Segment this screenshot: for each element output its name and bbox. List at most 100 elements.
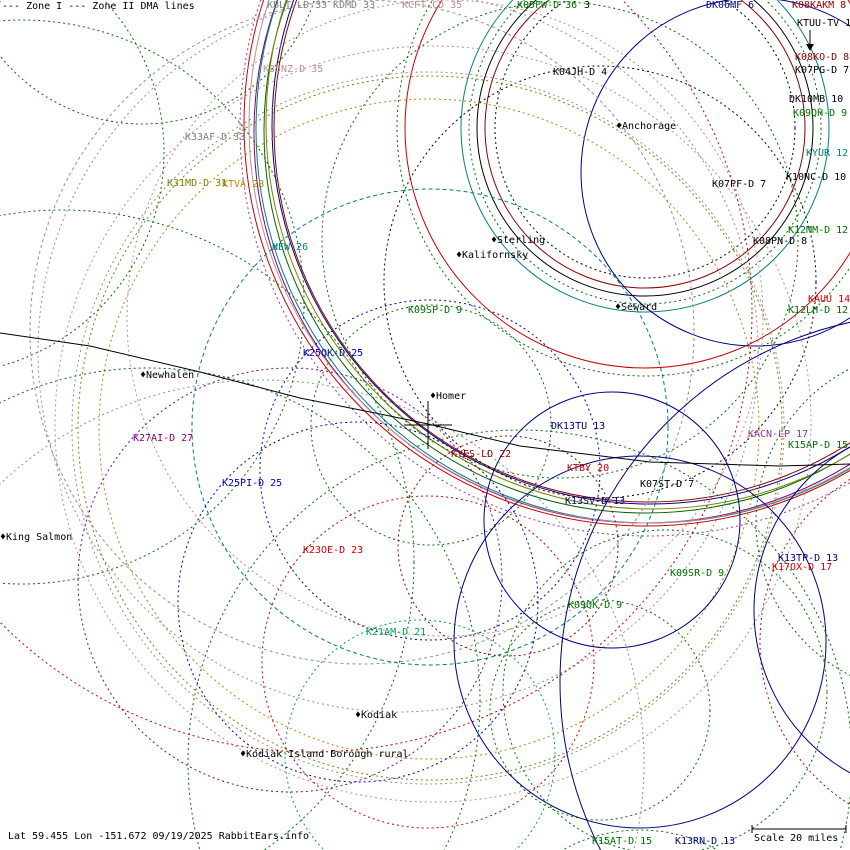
city-label: ♦Kalifornsky xyxy=(456,250,529,261)
coverage-contour xyxy=(77,75,783,781)
station-label: K09SR-D 9 xyxy=(670,568,725,579)
coverage-contour xyxy=(177,421,539,783)
coverage-contour xyxy=(483,391,741,649)
coverage-contour xyxy=(54,45,812,803)
city-label: ♦Seward xyxy=(615,302,658,313)
coverage-contour xyxy=(468,0,822,305)
city-label: ♦Anchorage xyxy=(616,121,677,132)
station-label: K15AT-D 15 xyxy=(592,836,653,847)
coverage-contour xyxy=(273,0,850,503)
coverage-contour xyxy=(0,379,645,850)
coverage-contour xyxy=(0,209,415,850)
coverage-contour xyxy=(248,0,850,524)
coverage-contour xyxy=(0,0,165,367)
station-label: K31MD-D 31 xyxy=(167,178,228,189)
coverage-contour xyxy=(126,0,764,637)
coverage-contour xyxy=(259,299,601,641)
station-label: KAUU 14 xyxy=(808,294,850,305)
station-label: K10NC-D 10 xyxy=(786,172,847,183)
coverage-contour xyxy=(489,599,711,821)
coverage-contour xyxy=(404,0,850,369)
coverage-contour xyxy=(265,0,850,510)
coverage-contour xyxy=(460,0,830,313)
coverage-contour xyxy=(243,0,850,527)
station-label: K08KAKM 8 xyxy=(792,0,847,11)
station-label: K12MM-D 12 xyxy=(788,225,849,236)
station-label: KYUR 12 xyxy=(806,148,849,159)
coverage-contour xyxy=(755,368,850,676)
coverage-contour xyxy=(453,455,827,829)
station-label: KYES-LD 22 xyxy=(451,449,512,460)
coverage-contour xyxy=(559,321,850,850)
scale-label: Scale 20 miles xyxy=(754,833,839,844)
coverage-contour xyxy=(239,0,850,537)
coverage-contour xyxy=(98,98,760,760)
coverage-contour xyxy=(77,367,503,793)
station-label: KDMD 33 xyxy=(333,0,376,11)
station-label: K12LH-D 12 xyxy=(788,305,849,316)
coverage-contour xyxy=(580,0,850,347)
station-label: K04JH-D 4 xyxy=(553,67,608,78)
station-label: K15AP-D 15 xyxy=(788,440,849,451)
station-label: K25PI-D 25 xyxy=(222,478,283,489)
coverage-contour xyxy=(476,0,814,297)
coverage-contour xyxy=(484,0,806,289)
station-label: K27AI-D 27 xyxy=(133,433,194,444)
station-label: K13TP-D 13 xyxy=(778,553,839,564)
coverage-contour xyxy=(383,65,817,499)
station-label: K07PG-D 7 xyxy=(795,65,850,76)
coverage-contour xyxy=(494,0,796,279)
station-label: DK13TU 13 xyxy=(551,421,606,432)
station-label: K05FW-D 36 xyxy=(517,0,578,11)
coverage-contour xyxy=(261,495,595,829)
station-label: K07ST-D 7 xyxy=(640,479,695,490)
station-label: K09QK-D 9 xyxy=(568,600,623,611)
dma-line xyxy=(0,332,850,467)
coverage-contour xyxy=(0,0,753,753)
coverage-contour xyxy=(753,446,850,774)
coverage-contour xyxy=(284,619,556,850)
station-label: K09SP-D 9 xyxy=(408,305,463,316)
station-label: K25QK-D 25 xyxy=(303,348,364,359)
station-label: KTVA 28 xyxy=(222,179,265,190)
station-label: K07PF-D 7 xyxy=(712,179,767,190)
coverage-contour xyxy=(271,0,850,505)
coverage-contour xyxy=(310,304,552,546)
city-label: ♦Homer xyxy=(430,391,467,402)
station-label: KCFT-CD 35 xyxy=(402,0,463,11)
station-label: KACN-LP 17 xyxy=(748,429,809,440)
coverage-contour xyxy=(263,0,850,514)
coverage-contour xyxy=(0,0,316,125)
station-label: NEW 26 xyxy=(272,242,309,253)
city-label: ♦Kodiak Island Borough rural xyxy=(240,749,409,760)
status-bar: Lat 59.455 Lon -151.672 09/19/2025 Rabbi… xyxy=(8,831,310,842)
station-label: K17OX-D 17 xyxy=(772,562,833,573)
station-label: K35NZ-D 35 xyxy=(263,64,324,75)
station-label: DK06MF 6 xyxy=(706,0,755,11)
coverage-contour xyxy=(37,0,759,713)
station-label: K08KO-D 8 xyxy=(795,52,850,63)
coverage-contour xyxy=(71,71,785,785)
coverage-contour xyxy=(397,435,619,657)
coverage-contour xyxy=(0,367,481,850)
coverage-contour xyxy=(321,1,799,479)
coverage-contour xyxy=(191,188,669,666)
map-legend: --- Zone I --- Zone II DMA lines xyxy=(2,1,195,12)
station-label: K09QH-D 9 xyxy=(793,108,848,119)
station-label: KBLT-LD 33 xyxy=(267,0,328,11)
station-label: K23OE-D 23 xyxy=(303,545,364,556)
city-label: ♦Kodiak xyxy=(355,710,398,721)
station-label: K08PN-D 8 xyxy=(753,236,808,247)
station-label: K33AF-D 33 xyxy=(185,132,246,143)
coverage-contour xyxy=(502,529,828,850)
station-label: 3 xyxy=(584,0,591,11)
coverage-contour xyxy=(0,19,305,585)
station-label: KTUU-TV 1 xyxy=(797,18,850,29)
station-label: K13RN-D 13 xyxy=(675,836,736,847)
station-label: KTBY 20 xyxy=(567,463,610,474)
station-label: K13SV-D 13 xyxy=(565,496,626,507)
city-label: ♦King Salmon xyxy=(0,532,73,543)
station-label: K21AM-D 21 xyxy=(366,627,427,638)
